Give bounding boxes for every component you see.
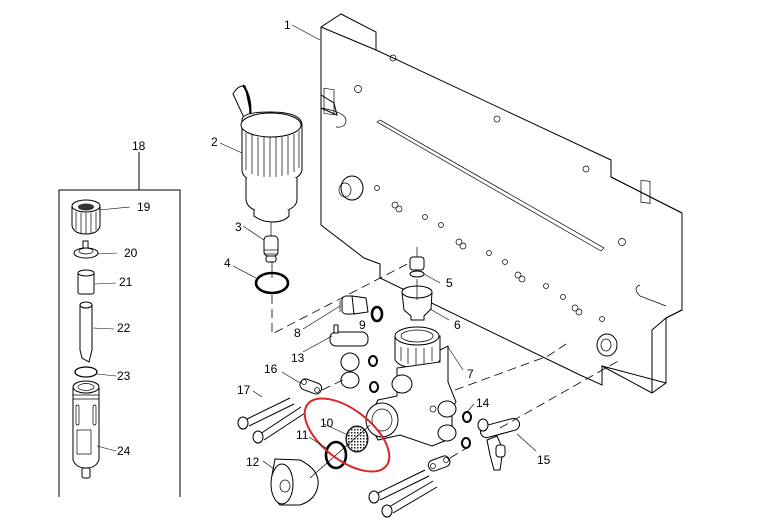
callout-19[interactable]: 19: [137, 200, 151, 214]
part-23-o-ring[interactable]: [74, 366, 98, 378]
part-15-outlet-fitting[interactable]: [477, 417, 521, 471]
part-9-o-ring[interactable]: [370, 305, 384, 323]
callout-12[interactable]: 12: [246, 455, 260, 469]
callout-7[interactable]: 7: [467, 367, 474, 381]
callout-9[interactable]: 9: [359, 318, 366, 332]
part-1-mounting-plate[interactable]: [320, 13, 683, 394]
part-19-knurled-cap[interactable]: [71, 199, 101, 235]
plate-holes: [354, 54, 626, 322]
part-13-o-ring-b: [369, 381, 379, 393]
part-3-valve-insert[interactable]: [263, 222, 279, 263]
part-10-strainer[interactable]: [345, 425, 369, 453]
callout-17[interactable]: 17: [237, 383, 251, 397]
part-11-o-ring[interactable]: [324, 440, 348, 470]
callout-18[interactable]: 18: [132, 139, 146, 153]
part-6-cap-insert[interactable]: [401, 279, 433, 321]
assembly-line-15: [499, 359, 621, 429]
callout-20[interactable]: 20: [124, 246, 138, 260]
callout-5[interactable]: 5: [446, 276, 453, 290]
part-13-manifold[interactable]: [329, 324, 369, 389]
part-17-screws[interactable]: [237, 397, 306, 444]
part-12-cap[interactable]: [270, 458, 319, 506]
callout-labels: 1 2 3 4 5 6 7 8 9 10 11 12 13 14 15 16 1…: [117, 18, 551, 469]
assembly-line-lower: [449, 445, 471, 459]
part-8-valve[interactable]: [339, 295, 369, 315]
part-7-pump-body[interactable]: [365, 326, 457, 447]
assembly-line-4: [271, 259, 416, 335]
callout-16[interactable]: 16: [264, 362, 278, 376]
callout-23[interactable]: 23: [117, 369, 131, 383]
part-22-rod[interactable]: [79, 301, 93, 363]
callout-3[interactable]: 3: [235, 220, 242, 234]
callout-15[interactable]: 15: [537, 453, 551, 467]
assembly-line-12: [309, 424, 371, 479]
leader-lines: [92, 24, 537, 470]
callout-1[interactable]: 1: [284, 18, 291, 32]
part-16-clamp-plate-lower[interactable]: [427, 455, 451, 473]
part-20-valve-disc[interactable]: [73, 240, 99, 259]
part-2-filter-housing[interactable]: [232, 84, 303, 223]
part-4-o-ring[interactable]: [254, 262, 290, 295]
callout-6[interactable]: 6: [454, 318, 461, 332]
callout-21[interactable]: 21: [119, 275, 133, 289]
callout-10[interactable]: 10: [320, 416, 334, 430]
part-17-screws-lower[interactable]: [368, 469, 438, 518]
assembly-line-16: [321, 377, 348, 391]
callout-8[interactable]: 8: [294, 326, 301, 340]
callout-22[interactable]: 22: [117, 321, 131, 335]
part-16-clamp-plate[interactable]: [299, 378, 323, 396]
callout-24[interactable]: 24: [117, 444, 131, 458]
callout-2[interactable]: 2: [211, 135, 218, 149]
part-24-filter-body[interactable]: [72, 380, 100, 479]
callout-14[interactable]: 14: [476, 396, 490, 410]
part-18-kit-box: [58, 152, 181, 497]
highlight-ellipse-parts-10-11: [303, 397, 391, 473]
callout-11[interactable]: 11: [296, 428, 309, 442]
part-21-sleeve[interactable]: [77, 269, 95, 295]
part-14-o-ring-a[interactable]: [462, 411, 472, 423]
callout-13[interactable]: 13: [291, 351, 305, 365]
assembly-line-7: [454, 343, 567, 391]
callout-4[interactable]: 4: [224, 256, 231, 270]
part-13-o-ring-a: [368, 355, 378, 367]
